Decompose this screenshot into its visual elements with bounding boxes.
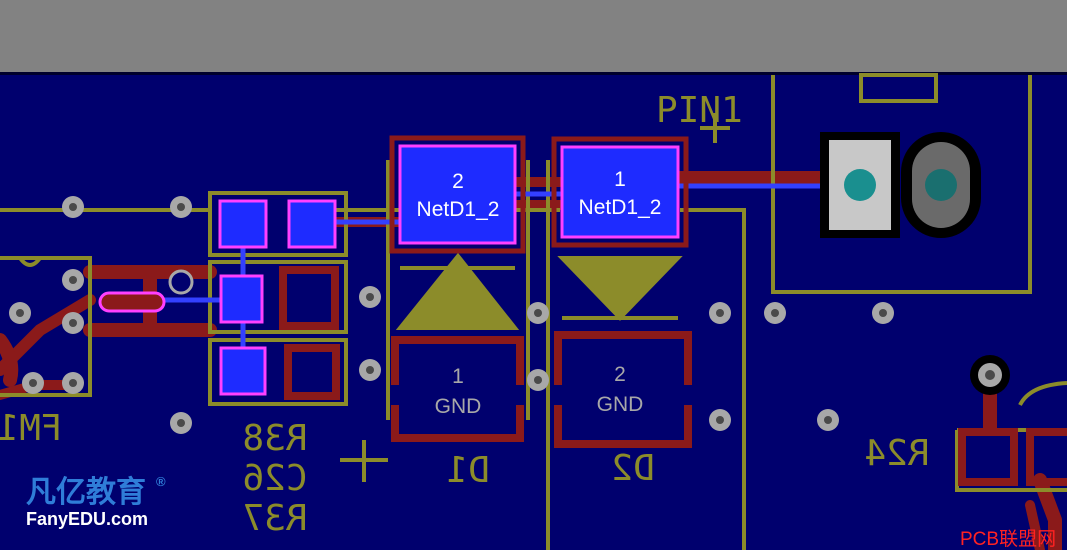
designator-pin1: PIN1 (656, 90, 743, 131)
pad-d2-1-number: 1 (614, 168, 626, 191)
pad-d1-2[interactable] (398, 144, 517, 245)
logo-en-text: FanyEDU.com (26, 509, 148, 529)
via[interactable] (62, 312, 84, 334)
silk-tab-pin1 (859, 73, 938, 103)
fanyedu-logo: 凡亿教育 ® FanyEDU.com (26, 474, 166, 529)
pad-labels: 2 NetD1_2 1 NetD1_2 1 GND 2 GND (417, 168, 662, 418)
designator-r38: R38 (242, 418, 307, 459)
diode-d1-triangle (395, 252, 520, 330)
pad-d1-gnd-number: 1 (452, 365, 464, 388)
via[interactable] (62, 196, 84, 218)
designator-d1: D1 (446, 450, 489, 491)
pad-d1-gnd[interactable] (391, 336, 524, 442)
silk-outline-r37 (208, 338, 348, 406)
pad-d1-2-number: 2 (452, 170, 464, 193)
pad-d2-gnd[interactable] (554, 331, 692, 448)
pad-r38-2[interactable] (287, 199, 337, 249)
diode-d2-symbol (557, 256, 683, 321)
pad-r37-1[interactable] (219, 346, 267, 396)
designators: PIN1 R38 C26 R37 D1 D2 R24 FM1 (0, 90, 930, 539)
via[interactable] (170, 412, 192, 434)
pad-c26-1[interactable] (219, 274, 264, 324)
designator-fm: FM1 (0, 408, 63, 449)
silk-arc (1018, 381, 1067, 407)
via[interactable] (709, 302, 731, 324)
via[interactable] (359, 286, 381, 308)
pad-d2-gnd-net: GND (597, 393, 644, 416)
via[interactable] (62, 269, 84, 291)
silk-outline-c26 (208, 260, 348, 334)
via[interactable] (62, 372, 84, 394)
top-pads (218, 144, 680, 396)
pad-d1-2-keepout (389, 135, 526, 254)
bottom-trace[interactable] (1025, 500, 1045, 550)
via[interactable] (527, 369, 549, 391)
workspace-background (0, 0, 1067, 74)
watermark-text: PCB联盟网 (960, 528, 1056, 550)
diode-d2-triangle (557, 256, 683, 321)
pad-r24-2[interactable] (1026, 428, 1067, 486)
pad-boundaries (389, 135, 689, 254)
logo-registered-mark: ® (156, 474, 166, 489)
via[interactable] (168, 269, 194, 295)
vias (9, 196, 894, 434)
pad-r24-1[interactable] (958, 428, 1018, 486)
silk-line-d2-right (680, 208, 746, 550)
designator-r24: R24 (864, 433, 929, 474)
pad-c26-2[interactable] (279, 266, 339, 330)
silk-notch-fm1 (18, 256, 42, 267)
bottom-trace[interactable] (1033, 473, 1062, 550)
via[interactable] (764, 302, 786, 324)
bottom-pads (279, 266, 1067, 486)
pin1-square-pad-drill (844, 169, 876, 201)
diode-d1-symbol (395, 252, 520, 330)
logo-cn-text: 凡亿教育 (26, 475, 146, 509)
designator-c26: C26 (242, 458, 307, 499)
silk-outline-fm1 (0, 256, 92, 397)
via[interactable] (527, 302, 549, 324)
via[interactable] (872, 302, 894, 324)
board-edge-line (0, 72, 1067, 75)
pad-d2-1[interactable] (560, 145, 680, 239)
via[interactable] (359, 359, 381, 381)
bottom-trace[interactable] (0, 333, 19, 387)
pad-d1-2-net: NetD1_2 (417, 198, 500, 221)
via[interactable] (170, 196, 192, 218)
pad-d1-gnd-net: GND (435, 395, 482, 418)
pad-d2-1-net: NetD1_2 (579, 196, 662, 219)
via[interactable] (709, 409, 731, 431)
via[interactable] (9, 302, 31, 324)
th-pad-hole (985, 370, 995, 380)
pad-r37-2[interactable] (284, 344, 340, 400)
pad-d2-1-keepout (551, 136, 689, 248)
pin2-oval-pad-drill (925, 169, 957, 201)
pad-r38-1[interactable] (218, 199, 268, 249)
designator-d2: D2 (611, 448, 654, 489)
slot-pad-fm1[interactable] (98, 291, 166, 313)
via[interactable] (22, 372, 44, 394)
via[interactable] (817, 409, 839, 431)
designator-r37: R37 (242, 498, 307, 539)
pad-d2-gnd-number: 2 (614, 363, 626, 386)
